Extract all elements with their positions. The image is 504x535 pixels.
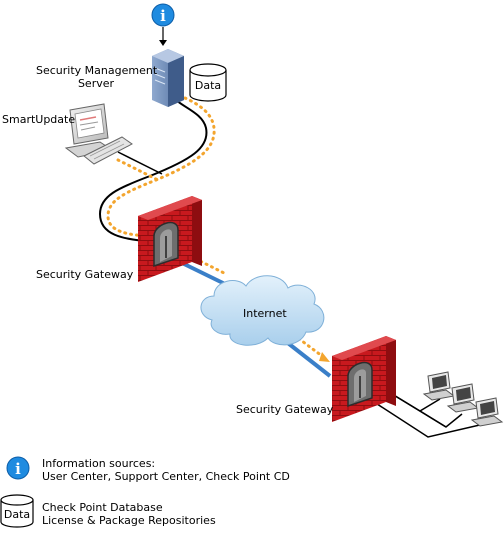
smartupdate-link-line: [117, 151, 163, 175]
svg-text:i: i: [15, 460, 21, 478]
lan-lines: [373, 393, 485, 438]
arrowhead-icon: [319, 352, 330, 362]
internet-cloud: [200, 275, 325, 346]
client-workstation-icon: [422, 371, 456, 401]
database-label: Data: [195, 79, 221, 92]
legend-database-icon: Data: [0, 494, 34, 528]
gateway-internet-link: [179, 260, 226, 286]
legend-info-icon: i: [6, 456, 30, 480]
server-icon: [152, 49, 184, 107]
legend-data-text: Check Point Database License & Package R…: [42, 501, 216, 527]
internet-label: Internet: [243, 307, 287, 320]
workstation-icon: [64, 103, 133, 165]
smartupdate-label: SmartUpdate: [2, 113, 76, 126]
database-cylinder-icon: Data: [189, 63, 227, 102]
smartupdate-dotted-path: [116, 158, 160, 182]
firewall-gateway-bottom: [332, 336, 396, 422]
client-workstation-icon: [470, 397, 504, 427]
client-workstation-icon: [446, 383, 480, 413]
arrow-down-icon: [159, 27, 167, 46]
internet-gateway-link: [282, 338, 332, 378]
firewall-gateway-top: [138, 196, 202, 282]
information-source-icon: i: [151, 3, 175, 27]
legend-data-symbol: Data: [4, 508, 30, 521]
svg-text:i: i: [160, 7, 166, 25]
gateway-top-label: Security Gateway: [36, 268, 134, 281]
server-label: Security Management Server: [36, 64, 158, 90]
gateway-bottom-label: Security Gateway: [236, 403, 334, 416]
legend-info-text: Information sources: User Center, Suppor…: [42, 457, 290, 483]
